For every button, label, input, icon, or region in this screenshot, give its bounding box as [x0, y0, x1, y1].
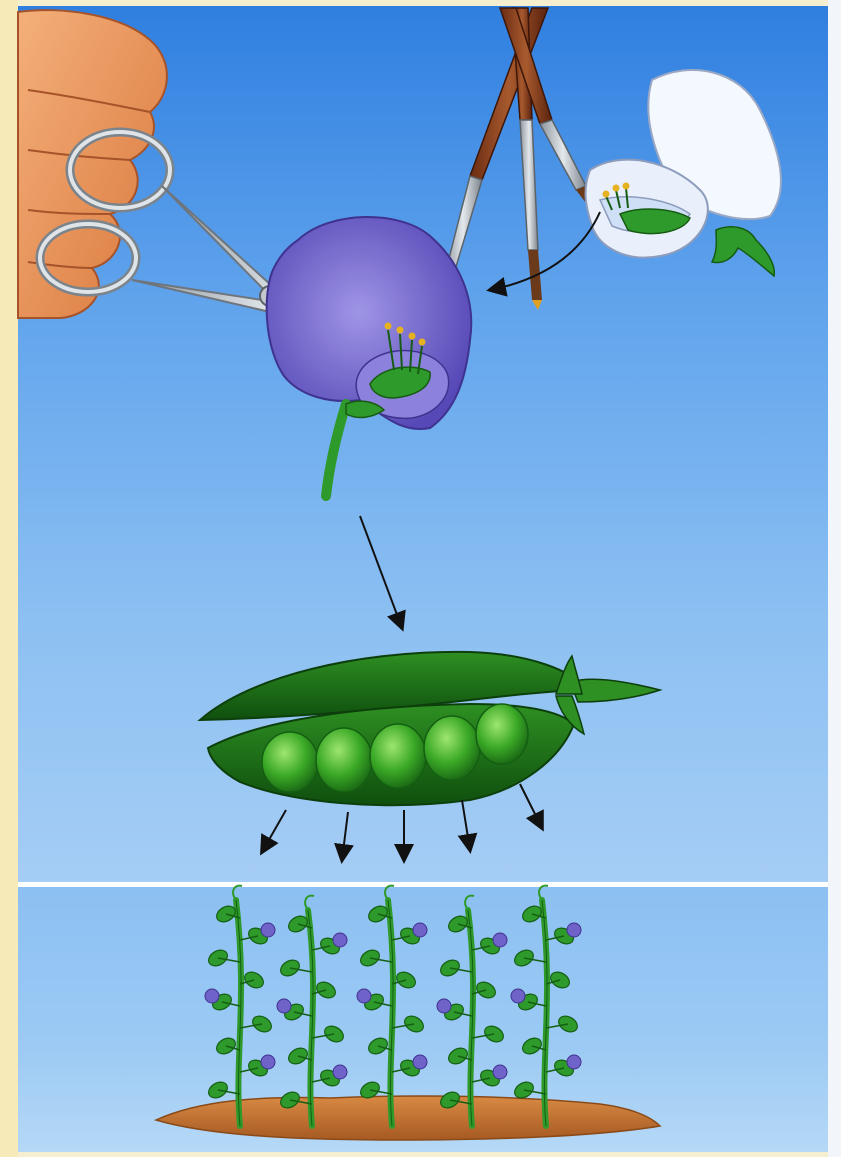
pea-plant — [277, 896, 347, 1126]
pea-plant — [357, 886, 427, 1126]
flower-to-pod-arrow — [360, 516, 402, 628]
down-arrow — [462, 800, 470, 850]
pea — [370, 724, 426, 788]
pea — [316, 728, 372, 792]
pea-plant — [437, 896, 507, 1126]
down-arrow — [262, 810, 286, 852]
pea-flower-icon — [261, 1055, 275, 1069]
pea-flower-icon — [437, 999, 451, 1013]
down-arrow — [342, 812, 348, 860]
pea-flower-icon — [261, 923, 275, 937]
pea-flower-icon — [567, 923, 581, 937]
pollen-transfer-arrow — [490, 212, 600, 290]
pea-flower-icon — [413, 1055, 427, 1069]
pea-flower-icon — [333, 1065, 347, 1079]
pea-flower-icon — [413, 923, 427, 937]
pea-flower-icon — [333, 933, 347, 947]
down-arrow — [520, 784, 542, 828]
pea-flower-icon — [205, 989, 219, 1003]
white-flower-icon — [586, 70, 781, 276]
pea-plants-group — [205, 886, 581, 1126]
pea-plant — [511, 886, 581, 1126]
pea-flower-icon — [493, 933, 507, 947]
pea — [476, 704, 528, 764]
pea-flower-icon — [277, 999, 291, 1013]
pea — [262, 732, 318, 792]
pea-flower-icon — [493, 1065, 507, 1079]
pea-flower-icon — [357, 989, 371, 1003]
purple-flower-icon — [267, 217, 472, 496]
pea-plant — [205, 886, 275, 1126]
soil-icon — [156, 1096, 660, 1140]
pea-flower-icon — [567, 1055, 581, 1069]
pea-flower-icon — [511, 989, 525, 1003]
pea — [424, 716, 480, 780]
